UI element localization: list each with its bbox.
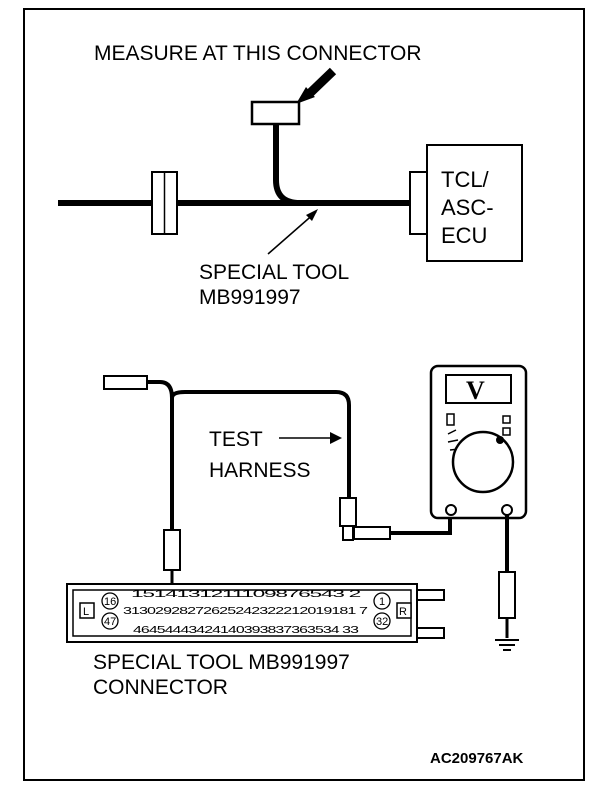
pin-circle-47 <box>101 612 119 630</box>
connector-side-r-box <box>396 602 412 619</box>
ground-lead-probe <box>498 571 516 619</box>
connector-side-l-box <box>79 602 95 619</box>
voltmeter-dial-knob <box>496 436 504 444</box>
pin-label-1: 1 <box>379 596 385 608</box>
special-tool-arrowhead <box>306 209 318 221</box>
voltmeter-terminal-right <box>501 504 513 516</box>
pin-label-32: 32 <box>376 616 388 628</box>
voltmeter-display <box>445 374 512 404</box>
connector-side-l: L <box>83 606 89 618</box>
clip-probe <box>339 497 357 527</box>
test-harness-arrowhead <box>330 432 342 444</box>
special-tool-leader <box>267 211 317 255</box>
clip-jaw <box>342 525 354 541</box>
special-tool-label-line2: MB991997 <box>199 286 301 309</box>
pin-row-middle: 31302928272625242322212019181 7 <box>123 605 368 617</box>
test-harness-wire <box>147 380 174 530</box>
voltmeter-button-left <box>446 413 455 426</box>
pin-row-bottom: 46454443424140393837363534 33 <box>133 624 359 636</box>
ecu-plug <box>409 171 428 235</box>
voltmeter-button-right-bottom <box>502 427 511 436</box>
voltmeter-scale-ticks <box>447 429 463 458</box>
ecu-box <box>426 144 523 262</box>
meter-lead-plug <box>353 526 391 540</box>
test-harness-plug <box>103 375 148 390</box>
branch-wire <box>273 124 410 206</box>
connector-caption-line1: SPECIAL TOOL MB991997 <box>93 651 350 674</box>
special-tool-label-line1: SPECIAL TOOL <box>199 261 349 284</box>
ecu-label-line1: TCL/ <box>441 167 490 192</box>
meter-lead-wire <box>390 516 452 535</box>
pin-label-16: 16 <box>104 596 116 608</box>
ecu-label-line3: ECU <box>441 223 487 248</box>
ecu-label-line2: ASC- <box>441 195 494 220</box>
pin-circle-16 <box>101 592 119 610</box>
voltmeter-symbol: V <box>466 376 485 405</box>
connector-caption-line2: CONNECTOR <box>93 676 228 699</box>
measured-connector <box>250 100 301 126</box>
test-harness-label-line2: HARNESS <box>209 459 311 482</box>
test-harness-wire-right <box>170 390 351 498</box>
voltmeter-dial <box>451 430 515 494</box>
pin-row-top: 1514131211109876543 2 <box>131 588 362 600</box>
measure-label: MEASURE AT THIS CONNECTOR <box>94 42 422 65</box>
connector-side-r: R <box>399 606 407 618</box>
voltmeter-terminal-left <box>445 504 457 516</box>
measure-arrow-shaft <box>304 67 337 99</box>
test-harness-label-line1: TEST <box>209 428 263 451</box>
pin-label-47: 47 <box>104 616 116 628</box>
special-tool-connector <box>66 583 445 643</box>
figure-code: AC209767AK <box>430 750 524 767</box>
ground-icon <box>495 639 519 651</box>
figure-frame <box>23 8 585 781</box>
voltmeter-button-right-top <box>502 415 511 424</box>
connector-probe <box>163 529 181 571</box>
pin-circle-1 <box>373 592 391 610</box>
pin-circle-32 <box>373 612 391 630</box>
